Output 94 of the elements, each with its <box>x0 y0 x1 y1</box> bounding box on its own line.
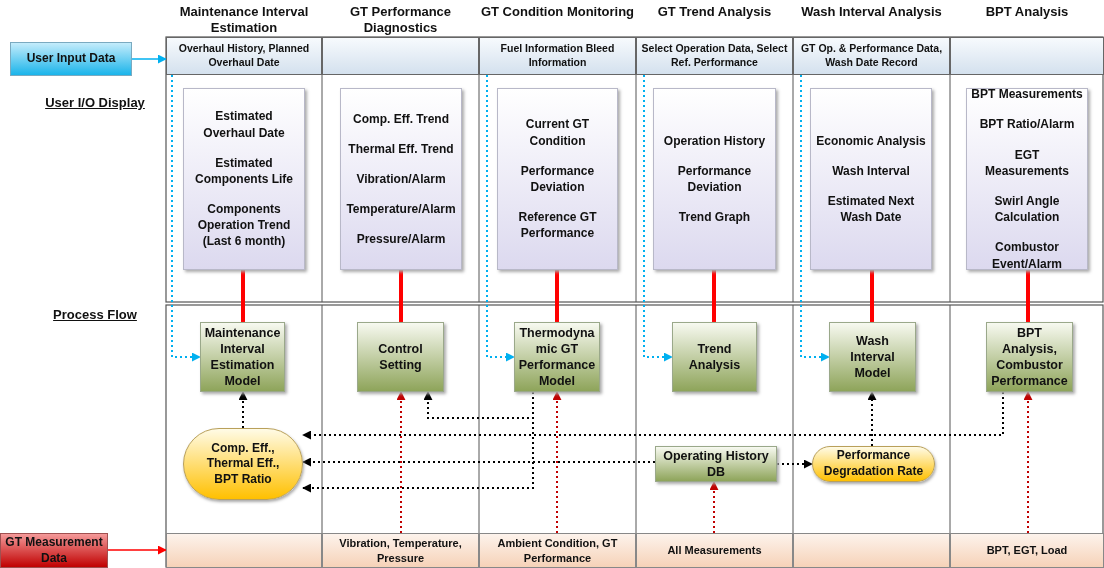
column-heading: Wash Interval Analysis <box>800 4 943 21</box>
result-pill <box>812 446 935 482</box>
box-text: Trend Graph <box>678 209 751 226</box>
dotted-arrow <box>800 74 830 362</box>
dotted-arrow <box>302 391 1004 440</box>
process-box <box>357 322 444 392</box>
arrow <box>107 545 167 555</box>
box-text: BPT Ratio/Alarm <box>979 116 1075 133</box>
box-text: Operation History <box>663 132 766 149</box>
measurement-cell <box>636 533 793 568</box>
input-cell <box>479 37 636 75</box>
box-text: Estimated Components Life <box>194 154 294 188</box>
process-box <box>829 322 916 392</box>
box-text: Ambient Condition, GT Performance <box>496 536 619 565</box>
input-cell <box>166 37 322 75</box>
measurement-cell <box>322 533 479 568</box>
dotted-arrow <box>552 391 562 534</box>
connector-line <box>870 270 874 322</box>
display-panel <box>966 88 1088 270</box>
box-text: Thermodynamic GT Performance Model <box>518 324 596 390</box>
column-heading: GT Trend Analysis <box>656 4 773 21</box>
measurement-cell <box>166 533 322 568</box>
connector-line <box>712 270 716 322</box>
display-panel <box>497 88 618 270</box>
input-cell <box>322 37 479 75</box>
box-text: BPT Measurements <box>971 86 1083 103</box>
box-text: Pressure/Alarm <box>356 231 446 248</box>
box-text: Estimated Next Wash Date <box>826 193 916 226</box>
box-text: User Input Data <box>26 51 116 67</box>
dotted-arrow <box>709 481 719 534</box>
dotted-arrow <box>867 391 877 447</box>
box-text: Swirl Angle Calculation <box>993 193 1061 226</box>
box-text: Performance Deviation <box>676 162 753 196</box>
box-text: Comp. Eff., Thermal Eff., BPT Ratio <box>205 440 281 488</box>
dotted-arrow <box>643 74 673 362</box>
row-heading: User I/O Display <box>44 95 146 112</box>
box-text: Trend Analysis <box>687 340 742 374</box>
dotted-arrow <box>396 391 406 534</box>
box-text: Reference GT Performance <box>517 209 598 242</box>
box-text: Economic Analysis <box>816 132 926 149</box>
column-heading: Maintenance Interval Estimation <box>178 4 310 37</box>
box-text: Performance Deviation <box>519 162 596 196</box>
result-pill <box>183 428 303 500</box>
display-panel <box>183 88 305 270</box>
box-text: Components Operation Trend (Last 6 month) <box>196 201 292 250</box>
input-cell <box>793 37 950 75</box>
box-text: GT Op. & Performance Data, Wash Date Record <box>799 42 944 70</box>
measurement-cell <box>479 533 636 568</box>
connector-line <box>555 270 559 322</box>
display-panel <box>810 88 932 270</box>
row-heading: Process Flow <box>52 307 138 324</box>
box-text: Wash Interval <box>832 162 910 179</box>
display-panel <box>340 88 462 270</box>
column-heading: GT Condition Monitoring <box>479 4 636 21</box>
measurement-cell <box>950 533 1104 568</box>
box-text: Thermal Eff. Trend <box>348 140 454 157</box>
connector-line <box>241 270 245 322</box>
box-text: Control Setting <box>377 340 424 374</box>
dotted-arrow <box>238 391 248 429</box>
box-text: Operating History DB <box>662 447 770 481</box>
input-cell <box>950 37 1104 75</box>
box-text: Performance Degradation Rate <box>822 448 925 480</box>
box-text: EGT Measurements <box>983 146 1070 179</box>
connector-line <box>1026 270 1030 322</box>
dotted-arrow <box>776 459 813 469</box>
box-text: Vibration, Temperature, Pressure <box>338 536 463 565</box>
box-text: Estimated Overhaul Date <box>202 108 286 141</box>
arrow <box>131 54 167 64</box>
box-text: Fuel Information Bleed Information <box>499 42 616 70</box>
dotted-arrow <box>171 74 201 362</box>
box-text: Combustor Event/Alarm <box>991 239 1063 272</box>
display-panel <box>653 88 776 270</box>
box-text: Wash Interval Model <box>849 332 896 382</box>
box-text: Comp. Eff. Trend <box>353 110 449 127</box>
box-text: All Measurements <box>667 543 762 558</box>
box-text: Vibration/Alarm <box>356 170 446 188</box>
box-text: GT Measurement Data <box>4 534 104 567</box>
database-box <box>655 446 777 482</box>
box-text: Overhaul History, Planned Overhaul Date <box>177 42 311 70</box>
box-text: BPT Analysis, Combustor Performance <box>990 324 1069 390</box>
process-box <box>672 322 757 392</box>
box-text: BPT, EGT, Load <box>986 543 1068 558</box>
column-heading: GT Performance Diagnostics <box>348 4 453 37</box>
dotted-arrow <box>1023 391 1033 534</box>
box-text: Select Operation Data, Select Ref. Performance <box>640 42 789 70</box>
box-text: Maintenance Interval Estimation Model <box>204 324 281 390</box>
box-text: Temperature/Alarm <box>346 201 456 218</box>
column-heading: BPT Analysis <box>984 4 1070 21</box>
dotted-arrow <box>486 74 515 362</box>
connector-line <box>399 270 403 322</box>
box-text: Current GT Condition <box>524 116 591 149</box>
dotted-arrow <box>302 457 656 467</box>
input-source-box <box>10 42 132 76</box>
measurement-cell <box>793 533 950 568</box>
